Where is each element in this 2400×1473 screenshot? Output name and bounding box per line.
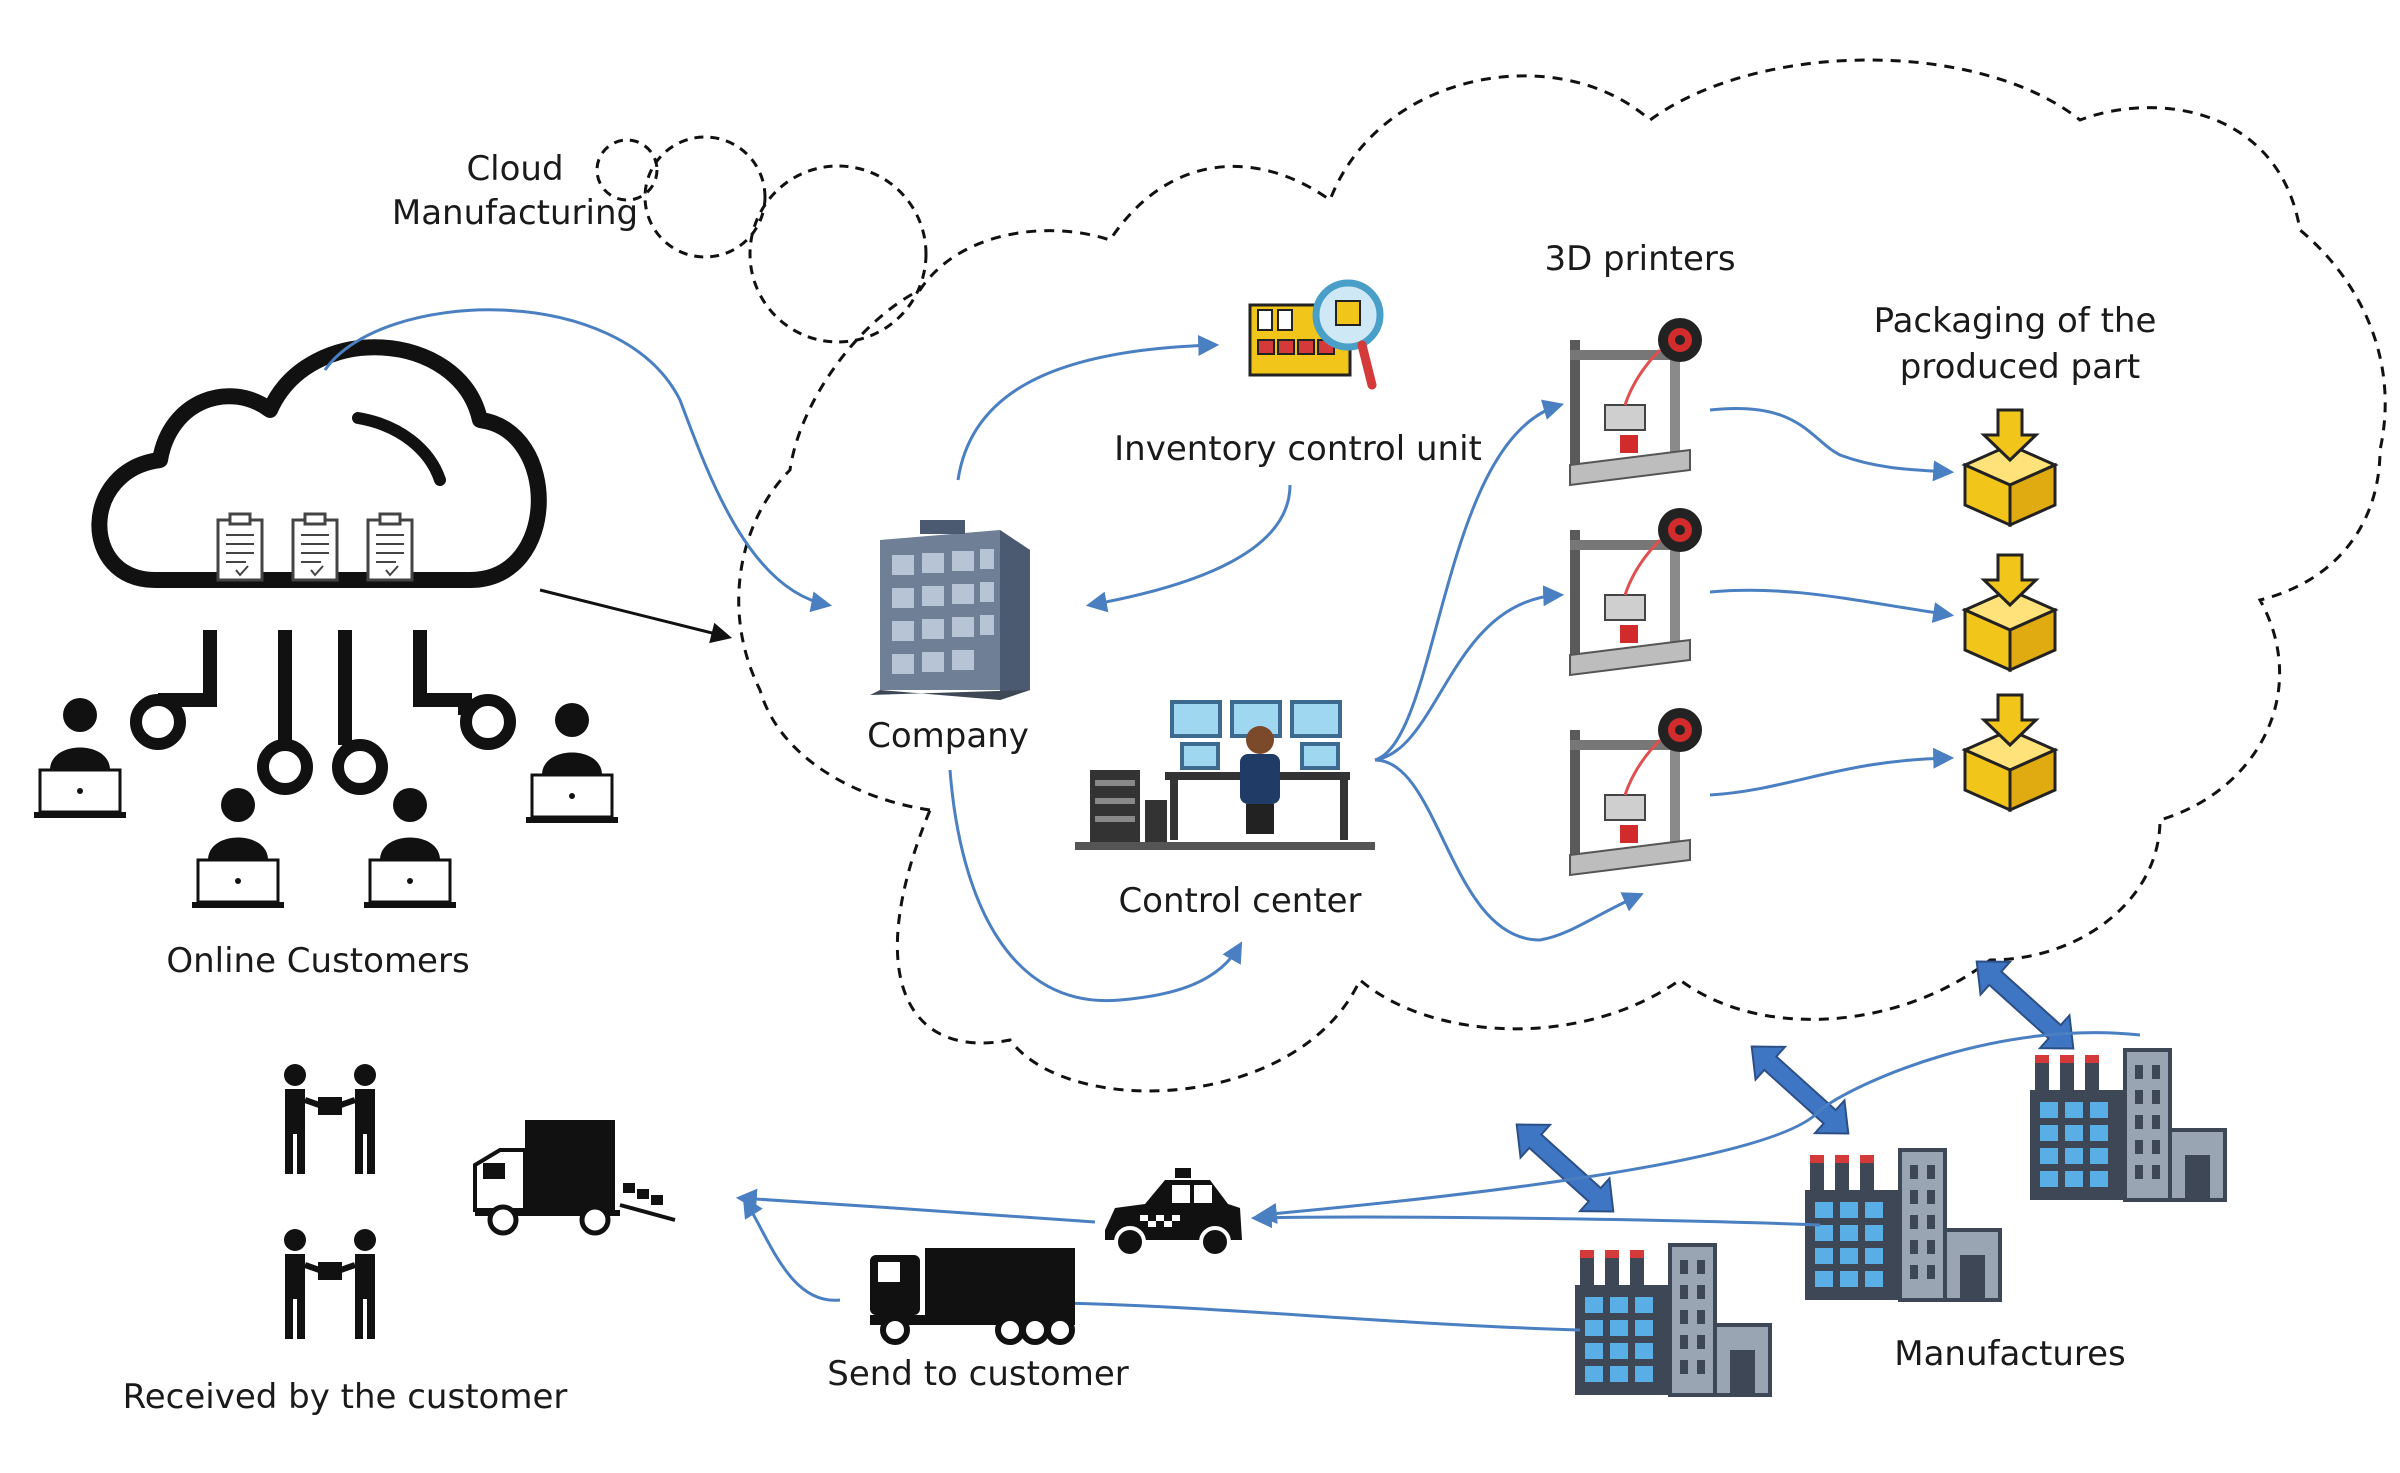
send-to-customer-label: Send to customer bbox=[827, 1354, 1129, 1394]
factory-icon bbox=[1803, 1148, 2002, 1302]
car-icon bbox=[1105, 1168, 1242, 1258]
control-room-icon bbox=[1075, 700, 1375, 850]
warehouse-inventory-icon bbox=[1248, 279, 1384, 390]
company-label: Company bbox=[867, 716, 1029, 756]
factory-icon bbox=[2028, 1048, 2227, 1202]
manufactures-label: Manufactures bbox=[1894, 1334, 2126, 1374]
diagram-title-line2: Manufacturing bbox=[392, 193, 638, 233]
exchange-arrows bbox=[1515, 960, 2075, 1213]
package-box-icon bbox=[1963, 408, 2057, 527]
clipboard-icon bbox=[366, 512, 414, 582]
3d-printer-icon bbox=[1568, 706, 1704, 877]
cloud-boundary bbox=[737, 58, 2387, 1093]
package-box-icon bbox=[1963, 553, 2057, 672]
clipboard-icon bbox=[291, 512, 339, 582]
printers-label: 3D printers bbox=[1544, 239, 1735, 279]
customer-laptop-icon bbox=[32, 696, 128, 820]
3d-printer-icon bbox=[1568, 316, 1704, 487]
office-building-icon bbox=[870, 520, 1030, 700]
control-center-label: Control center bbox=[1118, 881, 1361, 921]
customer-laptop-icon bbox=[362, 786, 458, 910]
flow-arrow-black bbox=[539, 588, 733, 644]
received-by-customer-label: Received by the customer bbox=[123, 1377, 568, 1417]
cloud-network-icon bbox=[91, 339, 547, 795]
handover-icon bbox=[284, 1229, 376, 1339]
customer-laptop-icon bbox=[524, 701, 620, 825]
diagram-title-line1: Cloud bbox=[466, 149, 563, 189]
factory-icon bbox=[1573, 1243, 1772, 1397]
flow-arrows bbox=[323, 308, 1955, 1003]
packaging-label-line1: Packaging of the bbox=[1874, 301, 2157, 341]
clipboard-icon bbox=[216, 512, 264, 582]
package-box-icon bbox=[1963, 693, 2057, 812]
customer-laptop-icon bbox=[190, 786, 286, 910]
inventory-label: Inventory control unit bbox=[1114, 429, 1482, 469]
handover-icon bbox=[284, 1064, 376, 1174]
truck-icon bbox=[473, 1120, 676, 1236]
truck-icon bbox=[870, 1248, 1075, 1345]
3d-printer-icon bbox=[1568, 506, 1704, 677]
packaging-label-line2: produced part bbox=[1900, 347, 2140, 387]
delivery-arrows bbox=[735, 1031, 2141, 1332]
online-customers-label: Online Customers bbox=[166, 941, 469, 981]
thought-bubbles bbox=[595, 135, 928, 344]
